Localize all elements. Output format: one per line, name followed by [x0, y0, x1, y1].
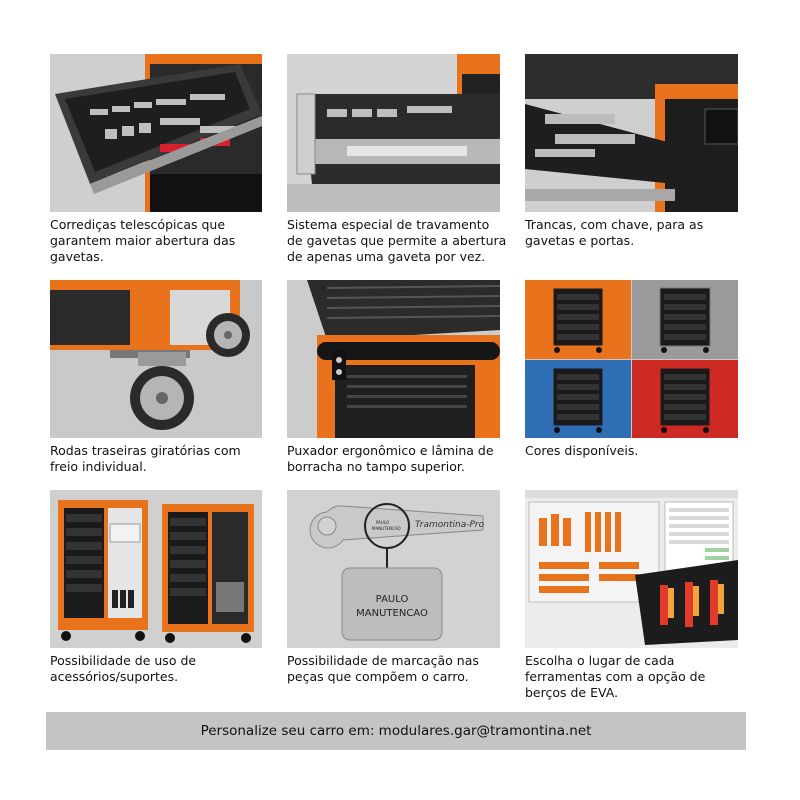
- caption-line: Sistema especial de travamento: [287, 217, 490, 232]
- caption-line: Cores disponíveis.: [525, 443, 639, 458]
- caption-line: ferramentas com a opção de: [525, 669, 706, 684]
- caption-engraving: Possibilidade de marcação nas peças que …: [287, 653, 517, 685]
- footer-banner: Personalize seu carro em: modulares.gar@…: [46, 712, 746, 750]
- swivel-wheels-photo: [50, 280, 262, 438]
- small-engraving-line1: PAULO: [376, 520, 389, 525]
- caption-line: Possibilidade de marcação nas: [287, 653, 479, 668]
- available-colors-photo: [525, 280, 738, 438]
- caption-line: Trancas, com chave, para as: [525, 217, 704, 232]
- caption-wheels: Rodas traseiras giratórias com freio ind…: [50, 443, 280, 475]
- caption-line: gavetas.: [50, 249, 104, 264]
- caption-line: Escolha o lugar de cada: [525, 653, 675, 668]
- caption-slides: Corrediças telescópicas que garantem mai…: [50, 217, 280, 265]
- caption-eva: Escolha o lugar de cada ferramentas com …: [525, 653, 755, 701]
- caption-line: borracha no tampo superior.: [287, 459, 465, 474]
- caption-line: Puxador ergonômico e lâmina de: [287, 443, 494, 458]
- small-engraving-line2: MANUTENCAO: [372, 526, 401, 531]
- eva-trays-photo: [525, 490, 738, 648]
- footer-contact-text: Personalize seu carro em: modulares.gar@…: [200, 723, 592, 739]
- caption-line: Possibilidade de uso de: [50, 653, 197, 668]
- key-locks-photo: [525, 54, 738, 212]
- caption-line: berços de EVA.: [525, 685, 619, 700]
- caption-accessories: Possibilidade de uso de acessórios/supor…: [50, 653, 280, 685]
- caption-locks: Trancas, com chave, para as gavetas e po…: [525, 217, 755, 249]
- caption-line: gavetas e portas.: [525, 233, 635, 248]
- caption-line: Rodas traseiras giratórias com: [50, 443, 241, 458]
- ergonomic-handle-photo: [287, 280, 500, 438]
- engraving-name-line1: PAULO: [376, 594, 409, 605]
- caption-handle: Puxador ergonômico e lâmina de borracha …: [287, 443, 517, 475]
- tool-brand-text: Tramontina-Pro: [415, 520, 485, 530]
- caption-line: Corrediças telescópicas que: [50, 217, 226, 232]
- caption-line: acessórios/suportes.: [50, 669, 179, 684]
- locking-system-photo: [287, 54, 500, 212]
- engraving-name-line2: MANUTENCAO: [356, 608, 428, 619]
- accessories-photo: [50, 490, 262, 648]
- caption-locking: Sistema especial de travamento de gaveta…: [287, 217, 517, 265]
- caption-colors: Cores disponíveis.: [525, 443, 755, 459]
- caption-line: freio individual.: [50, 459, 147, 474]
- caption-line: de gavetas que permite a abertura: [287, 233, 507, 248]
- engraving-photo: Tramontina-Pro PAULO MANUTENCAO PAULO MA…: [287, 490, 500, 648]
- drawer-slides-photo: [50, 54, 262, 212]
- caption-line: de apenas uma gaveta por vez.: [287, 249, 486, 264]
- caption-line: peças que compõem o carro.: [287, 669, 469, 684]
- caption-line: garantem maior abertura das: [50, 233, 236, 248]
